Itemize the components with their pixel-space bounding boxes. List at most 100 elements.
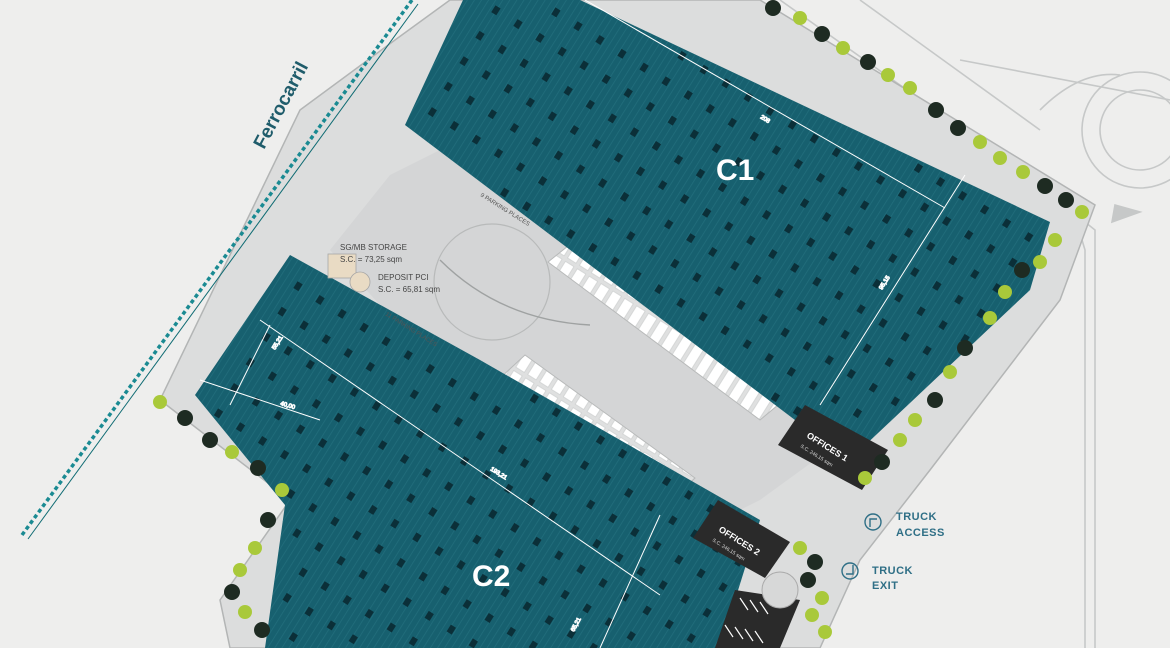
column-pad [954,294,964,305]
column-pad [456,560,466,570]
column-pad [774,288,784,299]
turn-arrow-icon [869,518,877,527]
column-pad [793,159,804,169]
column-pad [570,525,580,535]
column-pad [652,540,662,551]
column-pad [509,123,520,133]
column-pad [651,141,662,151]
column-pad [986,243,996,254]
column-pad [446,624,456,635]
column-pad [619,191,630,202]
column-pad [837,186,848,197]
column-pad [686,633,696,644]
tree [225,445,239,459]
column-pad [866,239,876,250]
tree [903,81,917,95]
tree [254,622,270,638]
column-pad [844,225,854,236]
column-pad [491,5,501,16]
turning-circle [433,223,551,341]
tree [818,625,832,639]
column-pad [642,205,652,216]
dimension-lines: 208 95,15 193,21 55,21 40,00 65,21 [199,0,966,648]
column-pad [582,603,592,614]
column-pad [579,60,589,71]
column-pad [449,120,460,131]
column-pad [327,373,337,384]
column-pad [727,117,737,128]
tree [1037,178,1053,194]
column-pad [1001,218,1012,229]
column-pad [298,567,308,578]
column-pad [352,530,362,541]
column-pad [881,214,892,225]
tree [233,563,247,577]
tree [815,591,829,605]
column-pad [314,542,324,552]
column-pad [964,230,974,240]
column-pad [831,147,842,158]
column-pad [475,430,486,441]
column-pad [573,421,584,432]
column-pad [513,419,524,429]
column-pad [402,597,412,608]
column-pad [859,200,870,211]
column-pad [500,587,510,598]
building-c2-label: C2 [472,560,510,593]
svg-text:40,00: 40,00 [279,401,296,411]
column-pad [339,451,350,462]
column-pad [213,408,224,419]
column-pad [493,148,504,159]
column-pad [494,548,504,559]
column-pad [676,297,686,308]
column-pad [364,608,374,619]
column-pad [770,392,781,403]
column-pad [856,304,866,315]
exit-arrow-icon [846,565,854,575]
column-pad [746,235,756,246]
column-pad [487,109,497,120]
column-pad [434,546,444,557]
column-pad [852,408,863,419]
column-pad [595,434,606,445]
column-pad [497,444,508,455]
column-pad [806,237,816,248]
column-pad [872,278,882,289]
column-pad [674,554,684,565]
column-pad [897,188,908,199]
column-pad [601,474,612,485]
column-pad [834,290,844,301]
column-pad [283,345,293,356]
column-pad [422,467,432,478]
tree [275,483,289,497]
column-pad [771,145,782,156]
tree [1058,192,1074,208]
column-pad [624,487,634,498]
tree [260,512,276,528]
tree [943,365,957,379]
column-pad [868,382,878,393]
column-pad [371,401,382,411]
column-pad [466,495,476,506]
column-pad [471,134,482,145]
column-pad [384,479,394,490]
column-pad [548,511,558,522]
column-pad [337,308,347,319]
column-pad [888,253,898,264]
column-pad [475,30,485,41]
column-pad [478,573,488,584]
tree [957,340,973,356]
column-pad [497,44,507,55]
tree [893,433,907,447]
tree [927,392,943,408]
column-pad [761,209,772,220]
column-pad [365,361,375,372]
column-pad [447,377,457,388]
truck-exit-label-2: EXIT [872,580,898,592]
column-pad [553,150,564,161]
column-pad [349,387,360,398]
column-pad [787,119,797,130]
landscape-trees [153,0,1089,639]
column-pad [491,405,502,416]
column-pad [777,184,788,195]
